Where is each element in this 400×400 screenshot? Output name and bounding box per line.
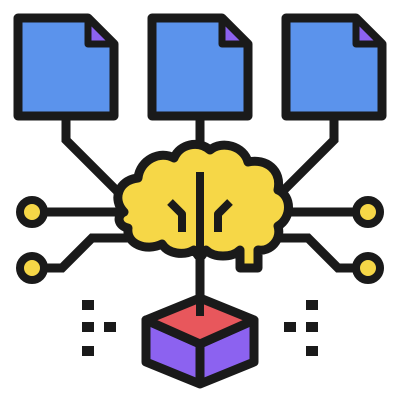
brain-fold-left: [167, 199, 186, 232]
connector-left-document: [61, 116, 126, 200]
pixel-dots-right: [284, 300, 318, 356]
node-left-upper: [16, 196, 48, 228]
document-right: [281, 13, 387, 121]
brain-icon: [113, 139, 293, 273]
document-left: [13, 13, 119, 121]
network-nodes: [16, 196, 384, 284]
node-left-lower: [16, 252, 48, 284]
connector-right-lower: [270, 233, 358, 273]
cube-icon: [141, 293, 259, 389]
node-right-lower: [352, 252, 384, 284]
document-middle: [147, 13, 253, 121]
connector-left-lower: [42, 233, 130, 273]
pixel-dots-left: [82, 300, 116, 356]
connector-lines: [42, 116, 358, 298]
connector-right-document: [274, 116, 339, 200]
node-right-upper: [352, 196, 384, 228]
brain-fold-right: [214, 199, 233, 232]
